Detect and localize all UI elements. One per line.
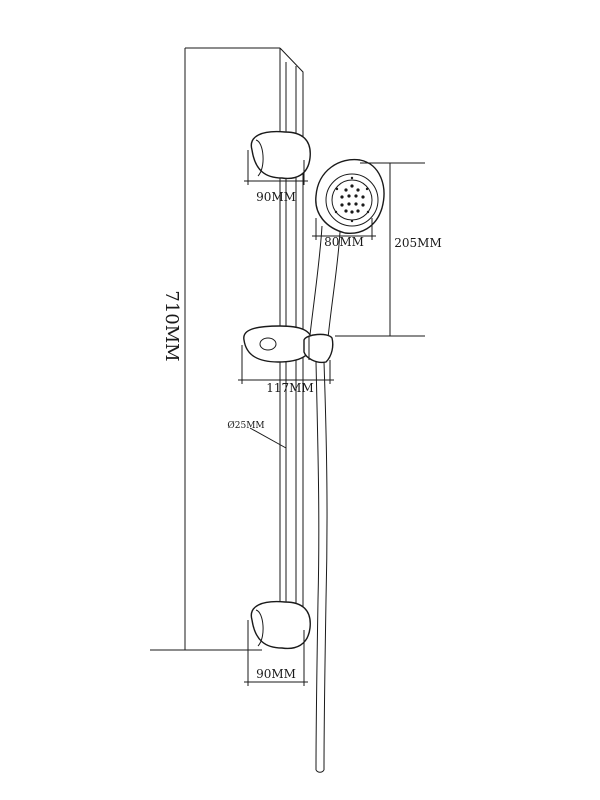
hand-shower-head: 80MM — [309, 158, 385, 339]
slider-width-label: 117MM — [266, 381, 313, 395]
head-length-label: 205MM — [394, 236, 441, 250]
rail-diameter-label: Ø25MM — [227, 420, 264, 431]
top-bracket-width-label: 90MM — [256, 190, 296, 204]
total-height-dimension: 710MM — [150, 47, 280, 651]
slider-holder: 117MM — [238, 325, 334, 395]
bottom-wall-bracket: 90MM — [244, 600, 311, 686]
top-wall-bracket: 90MM — [244, 130, 311, 204]
total-height-label: 710MM — [161, 290, 182, 361]
head-diameter-label: 80MM — [324, 235, 364, 249]
shower-hose — [315, 361, 328, 773]
spray-nozzles — [334, 176, 370, 223]
head-length-dimension: 205MM — [335, 162, 442, 337]
bottom-bracket-width-label: 90MM — [256, 667, 296, 681]
rail-diameter-callout: Ø25MM — [227, 420, 287, 449]
